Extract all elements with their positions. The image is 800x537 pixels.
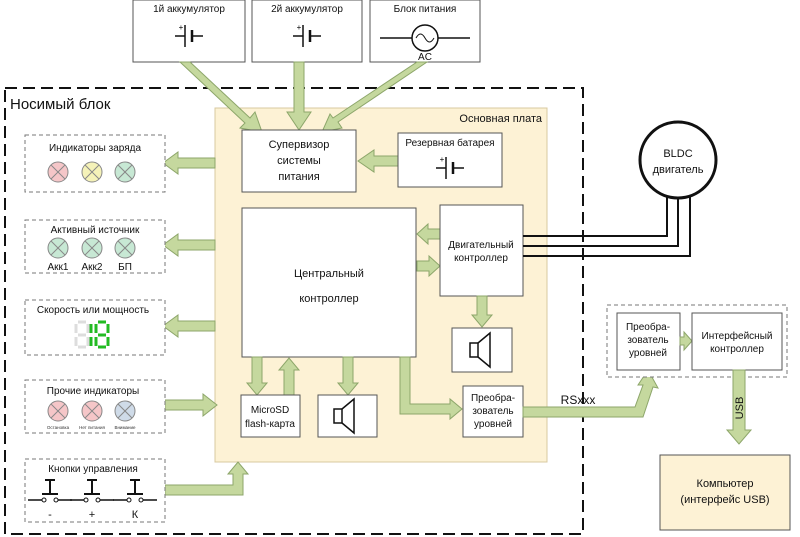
svg-text:уровней: уровней <box>629 348 667 359</box>
svg-text:зователь: зователь <box>627 335 668 346</box>
arrow-central-microsd <box>245 356 269 396</box>
svg-text:двигатель: двигатель <box>653 164 704 176</box>
arrow-central-speaker <box>336 356 360 396</box>
arrow-backup-supervisor <box>357 149 399 173</box>
lamp-icon <box>47 237 69 259</box>
svg-text:-: - <box>48 509 52 521</box>
arrow-central-converter <box>399 356 463 421</box>
svg-text:Акк2: Акк2 <box>82 262 103 273</box>
svg-text:контроллер: контроллер <box>299 293 358 305</box>
power-unit-source: Блок питания AC <box>369 0 481 63</box>
arrow-converter-interface <box>679 330 693 352</box>
backup-battery: Резервная батарея <box>397 132 503 188</box>
svg-text:Индикаторы заряда: Индикаторы заряда <box>49 143 141 154</box>
lamp-icon <box>114 400 136 422</box>
svg-text:Компьютер: Компьютер <box>697 478 754 490</box>
arrow-central-to-motor <box>416 254 441 278</box>
svg-text:Нет питания: Нет питания <box>79 425 105 430</box>
lamp-icon <box>81 400 103 422</box>
svg-text:Акк1: Акк1 <box>48 262 69 273</box>
svg-text:зователь: зователь <box>472 406 513 417</box>
svg-text:Преобра-: Преобра- <box>626 321 670 333</box>
central-controller: Центральный контроллер <box>241 207 417 358</box>
other-indicators: Прочие индикаторы Остановка Нет питания … <box>24 379 166 434</box>
svg-text:системы: системы <box>277 155 321 167</box>
arrow-motor-speaker <box>470 295 494 328</box>
yellow-lamp-icon <box>81 161 103 183</box>
svg-text:Преобра-: Преобра- <box>471 392 515 404</box>
svg-text:Прочие индикаторы: Прочие индикаторы <box>47 386 139 397</box>
board-speaker <box>317 394 378 438</box>
control-buttons: Кнопки управления - + К <box>24 458 166 523</box>
charge-indicators: Индикаторы заряда <box>24 134 166 193</box>
svg-text:Двигательный: Двигательный <box>448 240 513 251</box>
svg-text:К: К <box>132 509 139 521</box>
motor-phase-lines <box>523 195 691 257</box>
svg-text:Активный источник: Активный источник <box>51 225 140 236</box>
arrow-motor-to-central <box>416 222 441 246</box>
arrow-battery2-supervisor <box>286 61 312 131</box>
arrow-other-indicators <box>164 392 218 418</box>
battery-2-label: 2й аккумулятор <box>271 4 343 15</box>
ac-label: AC <box>418 52 432 63</box>
svg-text:Остановка: Остановка <box>47 425 70 430</box>
motor-speaker <box>451 327 513 373</box>
active-source: Активный источник Акк1 Акк2 БП <box>24 219 166 274</box>
svg-text:БП: БП <box>118 262 132 273</box>
speed-power-display: Скорость или мощность <box>24 299 166 356</box>
svg-text:Центральный: Центральный <box>294 268 364 280</box>
main-board-label: Основная плата <box>459 113 542 125</box>
svg-text:(интерфейс USB): (интерфейс USB) <box>680 494 769 506</box>
arrow-charge-indicators <box>162 151 216 175</box>
battery-1-source: 1й аккумулятор <box>132 0 246 63</box>
arrow-active-source <box>162 233 216 257</box>
svg-text:Кнопки управления: Кнопки управления <box>48 464 138 475</box>
computer: Компьютер (интерфейс USB) <box>659 454 791 531</box>
lamp-icon <box>47 400 69 422</box>
svg-text:+: + <box>89 509 95 521</box>
microsd-card: MicroSD flash-карта <box>240 394 301 438</box>
arrow-speed-display <box>162 314 216 338</box>
arrow-usb <box>725 369 753 445</box>
interface-level-converter: Преобра- зователь уровней <box>616 312 681 371</box>
arrow-battery1-supervisor <box>178 61 263 133</box>
svg-text:Внимание: Внимание <box>114 425 136 430</box>
bus-label: RSxxx <box>561 393 596 407</box>
svg-text:Скорость или мощность: Скорость или мощность <box>37 305 149 316</box>
arrow-rs-bus <box>522 369 659 418</box>
svg-text:Интерфейсный: Интерфейсный <box>702 330 773 342</box>
bldc-motor: BLDC двигатель <box>638 120 718 200</box>
svg-text:контроллер: контроллер <box>454 253 508 264</box>
arrow-buttons <box>164 461 250 496</box>
lamp-icon <box>114 237 136 259</box>
battery-1-label: 1й аккумулятор <box>153 4 225 15</box>
seven-segment-icon <box>74 320 110 349</box>
motor-controller: Двигательный контроллер <box>439 204 524 297</box>
arrow-microsd-central <box>277 357 301 396</box>
usb-label: USB <box>734 397 746 420</box>
battery-2-source: 2й аккумулятор <box>251 0 363 63</box>
svg-text:flash-карта: flash-карта <box>245 419 295 430</box>
lamp-icon <box>81 237 103 259</box>
level-converter: Преобра- зователь уровней <box>462 385 524 438</box>
green-lamp-icon <box>114 161 136 183</box>
power-supervisor: Супервизор системы питания <box>241 129 357 193</box>
svg-text:Резервная батарея: Резервная батарея <box>405 137 494 149</box>
svg-text:Супервизор: Супервизор <box>269 139 330 151</box>
red-lamp-icon <box>47 161 69 183</box>
svg-text:уровней: уровней <box>474 419 512 430</box>
svg-text:контроллер: контроллер <box>710 344 764 355</box>
svg-text:BLDC: BLDC <box>663 148 692 160</box>
interface-controller: Интерфейсный контроллер <box>691 312 783 371</box>
power-unit-label: Блок питания <box>394 4 457 15</box>
svg-text:MicroSD: MicroSD <box>251 405 289 416</box>
wearable-unit-title: Носимый блок <box>10 96 111 113</box>
svg-text:питания: питания <box>278 171 319 183</box>
